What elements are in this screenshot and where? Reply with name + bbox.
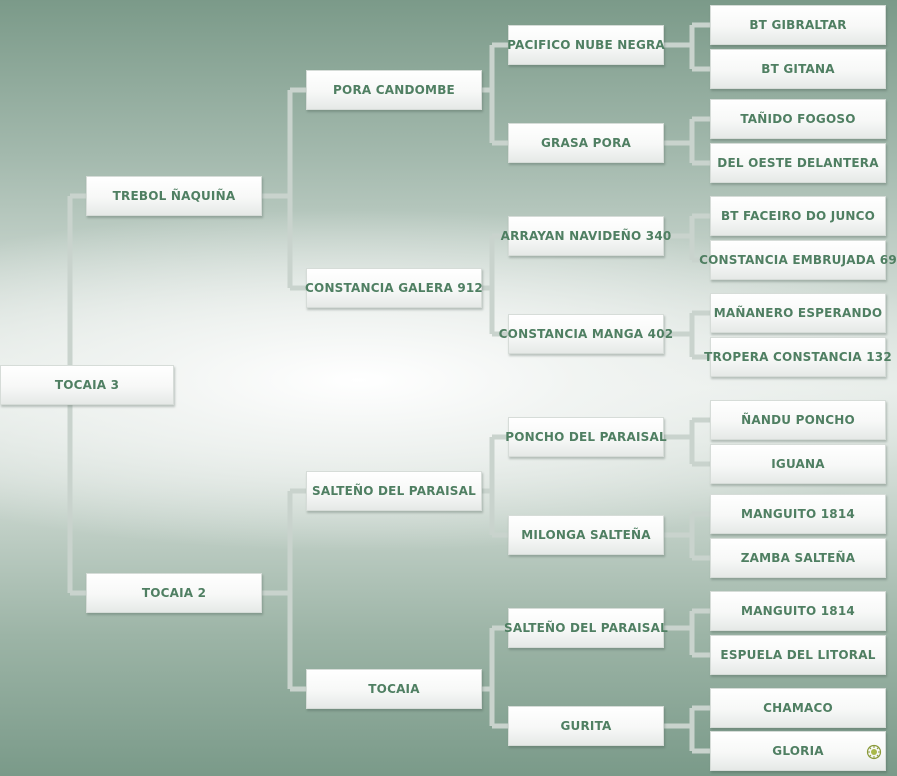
node-dam-sire[interactable]: SALTEÑO DEL PARAISAL [306, 471, 482, 511]
node-dam-dam[interactable]: TOCAIA [306, 669, 482, 709]
node-root[interactable]: TOCAIA 3 [0, 365, 174, 405]
node-g3-5[interactable]: PONCHO DEL PARAISAL [505, 417, 667, 457]
connector-6 [482, 434, 508, 538]
node-g3-1[interactable]: PACIFICO NUBE NEGRA [507, 25, 665, 65]
node-g4-16[interactable]: GLORIA [710, 731, 886, 771]
connector-7 [482, 625, 508, 729]
connector-8 [664, 22, 710, 72]
connector-12 [664, 417, 710, 467]
node-g4-9[interactable]: ÑANDU PONCHO [710, 400, 886, 440]
connector-2 [262, 87, 306, 291]
node-g4-4[interactable]: DEL OESTE DELANTERA [710, 143, 886, 183]
node-g4-10[interactable]: IGUANA [710, 444, 886, 484]
connector-11 [664, 310, 710, 360]
node-g3-6[interactable]: MILONGA SALTEÑA [508, 515, 664, 555]
node-g4-6[interactable]: CONSTANCIA EMBRUJADA 69 [699, 240, 897, 280]
node-g3-2[interactable]: GRASA PORA [508, 123, 664, 163]
node-g4-15[interactable]: CHAMACO [710, 688, 886, 728]
node-sire[interactable]: TREBOL ÑAQUIÑA [86, 176, 262, 216]
connector-14 [664, 608, 710, 658]
connector-13 [664, 511, 710, 561]
connector-9 [664, 116, 710, 166]
connector-4 [482, 42, 508, 146]
node-g4-7[interactable]: MAÑANERO ESPERANDO [710, 293, 886, 333]
node-g3-8[interactable]: GURITA [508, 706, 664, 746]
node-g4-14[interactable]: ESPUELA DEL LITORAL [710, 635, 886, 675]
connector-5 [482, 233, 508, 337]
node-g4-5[interactable]: BT FACEIRO DO JUNCO [710, 196, 886, 236]
node-g4-13[interactable]: MANGUITO 1814 [710, 591, 886, 631]
connector-3 [262, 488, 306, 692]
node-g3-4[interactable]: CONSTANCIA MANGA 402 [499, 314, 673, 354]
connector-15 [664, 705, 710, 754]
node-g4-11[interactable]: MANGUITO 1814 [710, 494, 886, 534]
emblem-icon [866, 744, 882, 760]
node-g4-8[interactable]: TROPERA CONSTANCIA 132 [704, 337, 892, 377]
connector-10 [664, 213, 710, 263]
node-g3-3[interactable]: ARRAYAN NAVIDEÑO 340 [501, 216, 671, 256]
node-g4-12[interactable]: ZAMBA SALTEÑA [710, 538, 886, 578]
node-g3-7[interactable]: SALTEÑO DEL PARAISAL [504, 608, 668, 648]
node-sire-sire[interactable]: PORA CANDOMBE [306, 70, 482, 110]
node-dam[interactable]: TOCAIA 2 [86, 573, 262, 613]
node-g4-2[interactable]: BT GITANA [710, 49, 886, 89]
node-g4-1[interactable]: BT GIBRALTAR [710, 5, 886, 45]
node-g4-3[interactable]: TAÑIDO FOGOSO [710, 99, 886, 139]
node-sire-dam[interactable]: CONSTANCIA GALERA 912 [305, 268, 483, 308]
